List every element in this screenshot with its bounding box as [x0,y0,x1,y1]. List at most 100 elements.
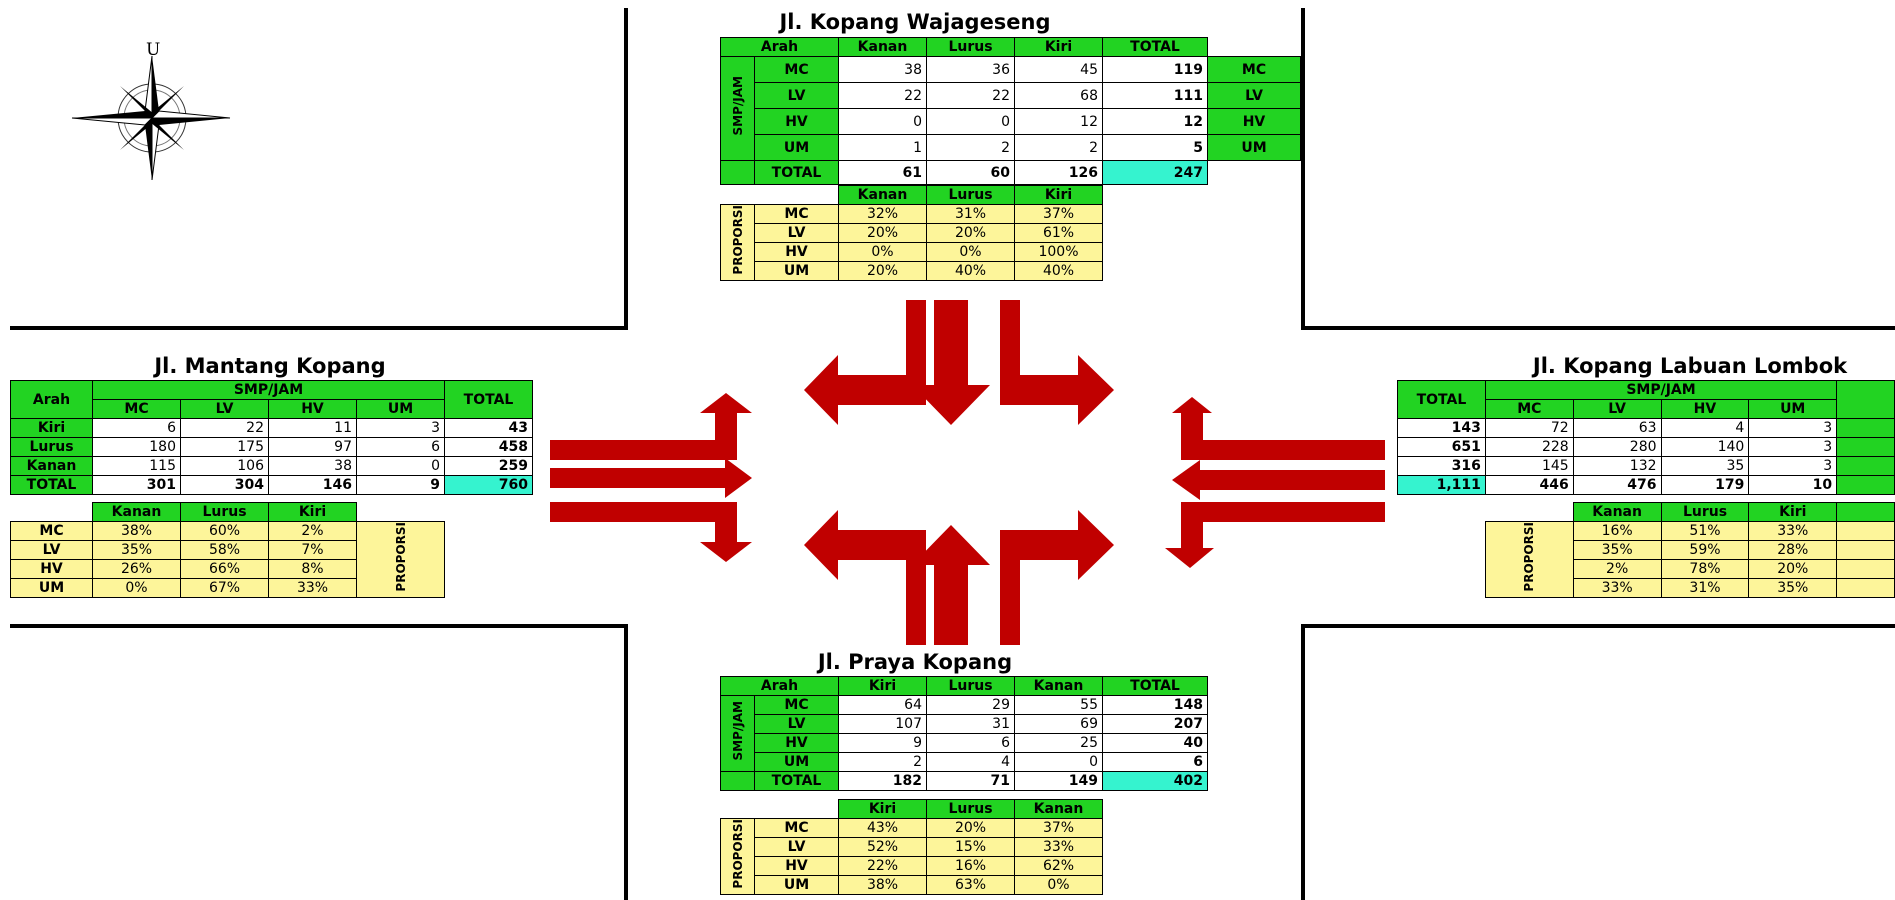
cell: 35% [1572,540,1662,560]
north-header-total: TOTAL [1102,37,1208,57]
col-header: MC [92,399,181,419]
cell: 6 [356,437,445,457]
row-label: HV [754,733,839,753]
cell: 100% [1014,242,1103,262]
north-prop-label: PROPORSI [720,204,755,281]
cell: 304 [180,475,269,495]
cell: 33% [1014,837,1103,857]
row-total: 5 [1102,134,1208,161]
prop-header: Kiri [1748,502,1838,522]
road-edge-sw-vertical [624,624,628,900]
cell: 9 [838,733,927,753]
east-total-row: 1,111 446 476 179 10 [1397,475,1895,495]
prop-header: Kiri [1014,185,1103,205]
cell: 146 [268,475,357,495]
cell: 58% [180,540,269,560]
east-smp-label: SMP/JAM [1484,380,1838,400]
cell: 115 [92,456,181,476]
arrow-west-straight [550,458,752,498]
row-label: TOTAL [10,475,93,495]
row-label: MC [754,818,839,838]
table-row: UM 38% 63% 0% [721,875,1103,895]
col-header: Lurus [926,676,1015,696]
row-total: 119 [1102,56,1208,83]
north-header-lurus: Lurus [926,37,1015,57]
side-label: MC [1207,56,1301,83]
row-total: 6 [1102,752,1208,772]
table-row: LV 35% 58% 7% [10,540,445,560]
table-row: 316 145 132 35 3 [1397,456,1895,476]
cell: 33% [1572,578,1662,598]
table-row: 143 72 63 4 3 [1397,418,1895,438]
cell: 52% [838,837,927,857]
table-row: Kiri 6 22 11 3 43 [10,418,533,438]
cell: 6 [92,418,181,438]
compass-icon [71,55,231,180]
table-row: PROPORSI MC 32% 31% 37% [720,204,1103,281]
col-header: UM [356,399,445,419]
table-row: SMP/JAM MC 64 29 55 148 [720,695,1208,772]
cell: 38% [92,521,181,541]
cell: 32% [838,204,927,224]
cell: 35% [92,540,181,560]
cell: 51% [1660,521,1750,541]
cell: 1 [838,134,927,161]
row-total: 143 [1397,418,1486,438]
cell: 7% [268,540,357,560]
east-road-title: Jl. Kopang Labuan Lombok [1532,354,1848,378]
row-label: UM [10,578,93,598]
cell: 107 [838,714,927,734]
table-row: 651 228 280 140 3 [1397,437,1895,457]
cell: 2 [838,752,927,772]
cell: 16% [1572,521,1662,541]
table-row: HV 9 6 25 40 [721,733,1208,753]
side-label: LV [1207,82,1301,109]
table-row: PROPORSI 16% 51% 33% [1485,521,1895,598]
cell: 38 [838,56,927,83]
row-label: TOTAL [754,160,839,185]
row-label: MC [10,521,93,541]
cell: 2 [926,134,1015,161]
compass-rose: U [60,40,250,180]
arrow-south-left-turn [804,510,926,645]
cell: 72 [1484,418,1574,438]
cell: 20% [1748,559,1838,579]
cell: 97 [268,437,357,457]
cell: 60 [926,160,1015,185]
row-label: UM [754,752,839,772]
cell: 0 [926,108,1015,135]
cell: 2% [1572,559,1662,579]
table-row: PROPORSI MC 43% 20% 37% [720,818,1103,895]
east-smp-row: TOTAL SMP/JAM [1397,380,1895,419]
cell: 8% [268,559,357,579]
cell: 40% [926,261,1015,281]
cell: 3 [1748,437,1838,457]
cell: 6 [926,733,1015,753]
cell: 4 [1660,418,1750,438]
prop-header: Kiri [268,502,357,522]
prop-header: Kanan [1014,799,1103,819]
north-volume-table-wrap: Arah Kanan Lurus Kiri TOTAL SMP/JAM MC 3… [720,37,1301,185]
row-total: 148 [1102,695,1208,715]
south-proportion-table: Kiri Lurus Kanan PROPORSI MC 43% 20% 37%… [720,799,1103,895]
cell: 476 [1572,475,1662,495]
grand-total: 760 [444,475,533,495]
west-smp-row: Arah SMP/JAM TOTAL [10,380,533,419]
cell: 31% [926,204,1015,224]
cell: 45 [1014,56,1103,83]
cell: 0 [356,456,445,476]
col-header: Kiri [838,676,927,696]
cell: 20% [838,261,927,281]
row-label: UM [754,134,839,161]
row-label: UM [754,261,839,281]
cell: 63% [926,875,1015,895]
south-header-row: Arah Kiri Lurus Kanan TOTAL [720,676,1208,696]
east-prop-header-row: Kanan Lurus Kiri [1486,502,1895,522]
cell: 37% [1014,204,1103,224]
table-row: UM 20% 40% 40% [721,261,1103,281]
row-total: 12 [1102,108,1208,135]
cell: 12 [1014,108,1103,135]
table-row: MC 38% 60% 2% PROPORSI [10,521,445,598]
west-prop-label: PROPORSI [356,521,445,598]
cell: 38% [838,875,927,895]
